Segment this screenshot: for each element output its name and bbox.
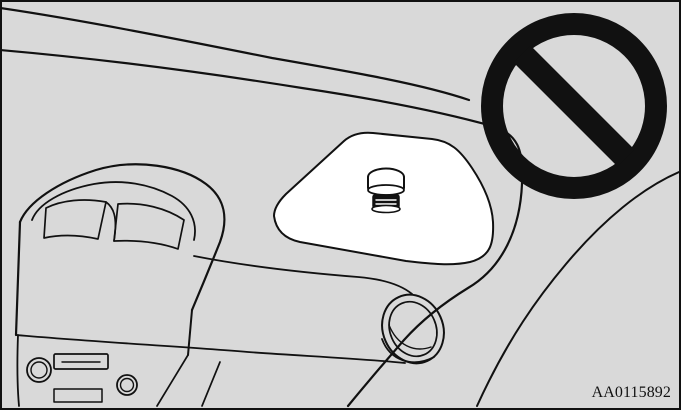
prohibition-icon xyxy=(492,24,656,188)
dashboard-lower-right-line xyxy=(477,172,679,406)
figure-code: AA0115892 xyxy=(592,384,671,402)
air-vent xyxy=(371,285,454,373)
gauge-window-divider xyxy=(106,202,115,241)
cylindrical-object-icon xyxy=(368,169,404,213)
dashboard-top-edge-outer xyxy=(2,8,469,100)
dashboard-bottom-edge xyxy=(202,362,220,406)
console-left-knob-inner xyxy=(31,362,47,378)
dashboard-center-panel xyxy=(194,256,412,294)
dashboard-lower-trim xyxy=(16,335,405,363)
console-right-knob-inner xyxy=(121,379,134,392)
console-lower-slot xyxy=(54,389,102,402)
gauge-window-right xyxy=(114,204,184,249)
dashboard-bottom-trim xyxy=(157,355,188,406)
gauge-window-left xyxy=(44,200,106,239)
center-console-panel xyxy=(17,335,19,406)
instrument-left-column xyxy=(16,222,20,335)
